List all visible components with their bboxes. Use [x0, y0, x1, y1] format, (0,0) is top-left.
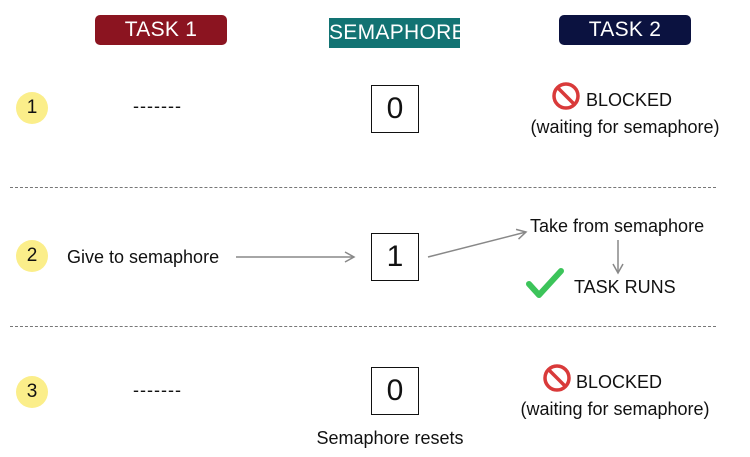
- step-number-2: 2: [16, 240, 48, 272]
- task2-status-1: BLOCKED: [586, 90, 673, 110]
- blocked-icon: [552, 82, 580, 110]
- task1-idle-3: -------: [133, 380, 182, 400]
- task2-note-1: (waiting for semaphore): [530, 117, 720, 137]
- step-number-3: 3: [16, 376, 48, 408]
- row-separator-1: [10, 187, 716, 188]
- task2-header: TASK 2: [559, 15, 691, 45]
- task1-idle-1: -------: [133, 96, 182, 116]
- task2-status-3: BLOCKED: [576, 372, 663, 392]
- task1-header: TASK 1: [95, 15, 227, 45]
- step-number-1: 1: [16, 92, 48, 124]
- check-icon: [526, 268, 564, 298]
- semaphore-value-3: 0: [371, 367, 419, 415]
- semaphore-note-3: Semaphore resets: [316, 428, 464, 448]
- task2-note-3: (waiting for semaphore): [520, 399, 710, 419]
- task2-action-2: Take from semaphore: [530, 216, 705, 236]
- blocked-icon: [543, 364, 571, 392]
- semaphore-value-2: 1: [371, 233, 419, 281]
- task1-action-2: Give to semaphore: [67, 247, 220, 267]
- task2-status-2: TASK RUNS: [574, 277, 676, 297]
- arrow-take-from-semaphore: [427, 228, 528, 258]
- semaphore-header: SEMAPHORE: [329, 18, 466, 48]
- row-separator-2: [10, 326, 716, 327]
- semaphore-value-1: 0: [371, 85, 419, 133]
